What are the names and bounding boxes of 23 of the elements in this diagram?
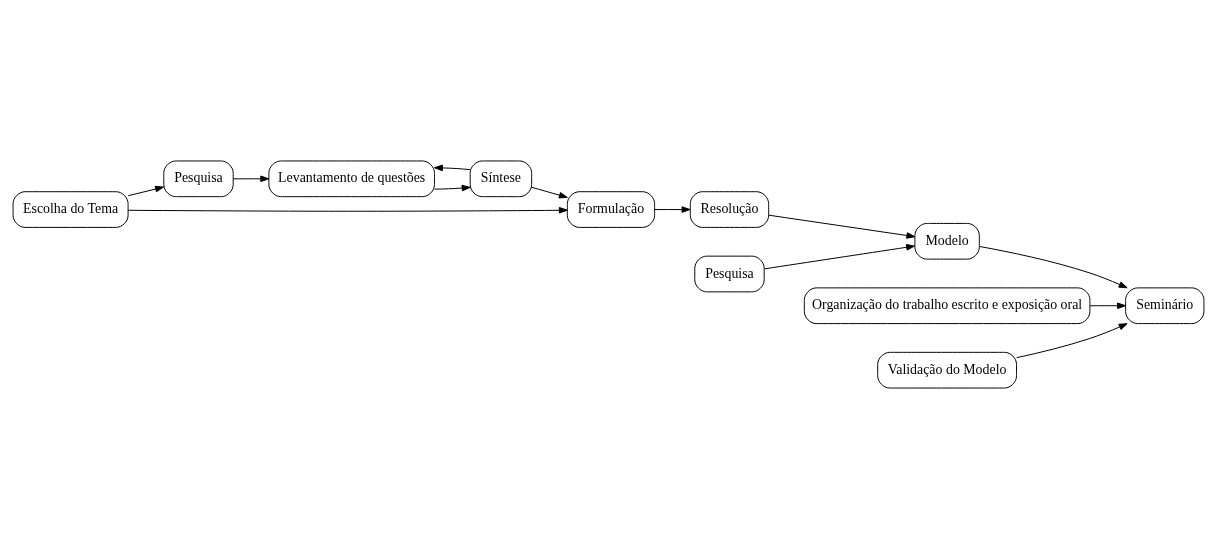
node-box: Seminário: [1125, 286, 1205, 324]
arrow: [654, 205, 691, 213]
node-box: Pesquisa: [163, 159, 234, 197]
node-box: Síntese: [469, 159, 533, 197]
arrow: [1016, 322, 1128, 358]
arrow: [764, 243, 916, 269]
node-box: Organização do trabalho escrito e exposição oral: [803, 286, 1091, 324]
node-box: Pesquisa: [694, 255, 765, 292]
node-box: Modelo: [914, 222, 980, 260]
arrow: [434, 164, 471, 171]
arrow: [979, 245, 1128, 288]
arrow: [434, 184, 471, 191]
arrow: [531, 186, 568, 198]
arrow: [232, 175, 270, 182]
node-box: Levantamento de questões: [268, 159, 435, 197]
node-box: Validação do Modelo: [877, 351, 1018, 389]
node-box: Formulação: [566, 190, 656, 228]
arrow: [127, 185, 164, 196]
arrow: [768, 214, 916, 239]
arrow: [127, 206, 568, 214]
arrow: [1089, 301, 1126, 309]
node-box: Resolução: [689, 190, 770, 228]
node-box: Escolha do Tema: [12, 190, 129, 228]
